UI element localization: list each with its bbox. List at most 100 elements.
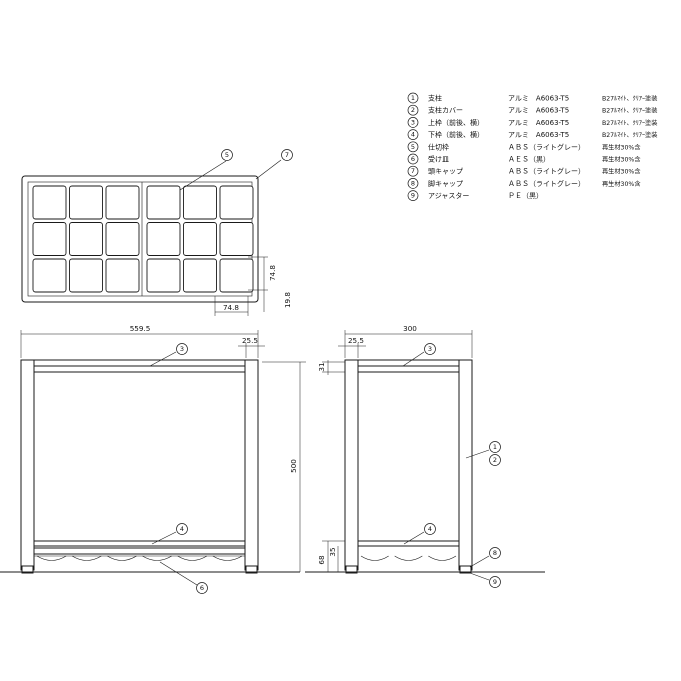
side-top-frame: [344, 359, 473, 367]
leader-9-side: [469, 572, 490, 581]
parts-row-number: 5: [411, 143, 415, 151]
parts-row-name: 上枠（前後、横）: [428, 118, 484, 127]
plan-cell: [69, 185, 103, 220]
parts-row-number: 6: [411, 155, 415, 163]
parts-row-material: ＡＢＳ（ライトグレー）: [508, 142, 585, 151]
front-drip-tray: [36, 555, 243, 561]
plan-cell: [146, 258, 181, 293]
parts-row-finish: 再生材30%含: [602, 180, 641, 188]
dim-lower-frame-height: 35: [328, 547, 337, 556]
leader-7-plan: [255, 159, 282, 180]
leader-3-side: [402, 351, 425, 367]
parts-row-name: アジャスター: [428, 191, 469, 200]
balloon-3-side-label: 3: [428, 345, 432, 353]
plan-cell: [105, 185, 140, 220]
dim-post-width-front: 25.5: [242, 336, 258, 345]
parts-row-finish: B27ﾙﾏｲﾄ、ｸﾘｱｰ塗装: [602, 95, 657, 103]
tray-lobe: [360, 555, 389, 561]
balloon-1-side: [489, 441, 501, 453]
parts-row-number-balloon: [407, 104, 419, 116]
plan-view: 5 7 74.8 19.8 74.8: [21, 149, 293, 316]
parts-row-number: 2: [411, 106, 415, 114]
parts-row-number-balloon: [407, 141, 419, 153]
parts-row: 8 脚キャップ ＡＢＳ（ライトグレー） 再生材30%含: [407, 178, 641, 189]
parts-row-name: 脚キャップ: [428, 179, 463, 188]
dim-cell-height: 74.8: [268, 265, 277, 281]
parts-row-name: 受け皿: [428, 155, 449, 164]
balloon-5-plan: [221, 149, 233, 161]
plan-cell: [219, 258, 254, 293]
balloon-4-side-label: 4: [428, 525, 432, 533]
parts-row-finish: 再生材30%含: [602, 156, 641, 164]
plan-cell: [32, 222, 67, 256]
parts-row-number-balloon: [407, 117, 419, 128]
side-drip-tray: [360, 555, 457, 561]
leader-3-front: [149, 351, 177, 367]
plan-cell: [183, 258, 217, 293]
side-front-foot: [345, 565, 358, 574]
plan-cell: [146, 222, 181, 256]
front-right-post: [244, 359, 259, 571]
dim-bottom-offset: 19.8: [283, 292, 292, 308]
balloon-9-side: [489, 576, 501, 588]
balloon-3-front-label: 3: [180, 345, 184, 353]
front-view: 559.5 25.5 3 4 6 500: [0, 324, 306, 594]
front-left-foot: [21, 565, 34, 574]
parts-row-name: 仕切枠: [428, 142, 449, 151]
leader-4-front: [151, 531, 177, 545]
plan-cell: [219, 185, 254, 220]
parts-row-finish: B27ﾙﾏｲﾄ、ｸﾘｱｰ塗装: [602, 107, 657, 115]
dim-post-width-side: 25.5: [348, 336, 364, 345]
leader-4-side: [403, 531, 425, 545]
parts-row-name: 支柱: [428, 94, 442, 103]
parts-row-number: 8: [411, 179, 415, 187]
plan-cell: [183, 185, 217, 220]
balloon-4-side: [424, 523, 436, 535]
balloon-3-front: [176, 343, 188, 355]
leader-8-side: [469, 555, 490, 568]
parts-row-number: 7: [411, 167, 415, 175]
parts-row-material: ＡＢＳ（ライトグレー）: [508, 179, 585, 188]
plan-cells: [32, 185, 254, 293]
plan-cell: [105, 258, 140, 293]
parts-row-material: アルミ A6063-T5: [508, 119, 569, 127]
balloon-6-front: [196, 582, 208, 594]
tray-lobe: [36, 555, 67, 561]
dim-overall-depth: 300: [403, 324, 417, 333]
balloon-3-side: [424, 343, 436, 355]
parts-row-material: ＡＢＳ（ライトグレー）: [508, 167, 585, 176]
side-rear-foot: [459, 565, 472, 574]
plan-cell: [183, 222, 217, 256]
parts-row-material: ＰＥ（黒）: [508, 192, 543, 200]
balloon-2-side-label: 2: [493, 456, 497, 464]
plan-cell: [219, 222, 254, 256]
parts-row-number: 4: [411, 131, 415, 139]
balloon-9-side-label: 9: [493, 578, 497, 586]
parts-row-name: 下枠（前後、横）: [428, 130, 484, 139]
balloon-1-side-label: 1: [493, 443, 497, 451]
plan-cell: [105, 222, 140, 256]
tray-lobe: [394, 555, 423, 561]
leader-6-front: [159, 561, 198, 586]
parts-row-material: アルミ A6063-T5: [508, 131, 569, 139]
side-bottom-frame: [357, 540, 460, 547]
tray-lobe: [177, 555, 207, 561]
parts-row-number-balloon: [407, 92, 419, 104]
tray-lobe: [428, 555, 457, 561]
side-view: 300 25.5 31 68 35 3 1 2: [305, 324, 545, 588]
dim-top-frame-height: 31: [317, 362, 326, 371]
front-right-foot: [245, 565, 258, 574]
parts-row-number: 3: [411, 118, 415, 126]
side-rear-post: [458, 359, 473, 571]
balloon-5-plan-label: 5: [225, 151, 229, 159]
tray-lobe: [212, 555, 243, 561]
front-bottom-frame-lower: [33, 547, 246, 555]
dim-lower-frame-top: 68: [317, 555, 326, 565]
